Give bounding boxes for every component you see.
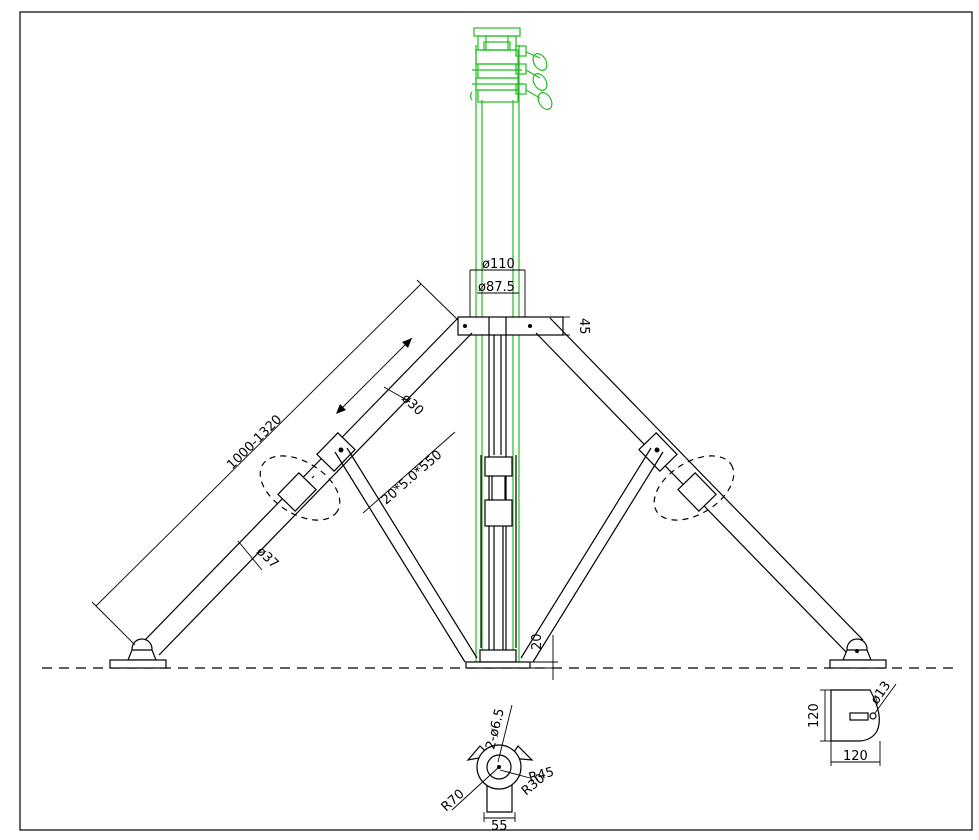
collar-height-label: 45: [576, 318, 591, 335]
base-detail: 2-ø6.5 R45 R30 R70 55: [439, 704, 556, 834]
left-leg-swing-ellipse: [259, 455, 341, 521]
holes-label: 2-ø6.5: [483, 707, 508, 751]
top-collar: [457, 316, 564, 336]
mast-tube: [475, 45, 520, 668]
dim-leg-length: 1000-1320: [91, 279, 459, 646]
ground-clearance-label: 20: [530, 633, 545, 650]
left-leg: [109, 317, 473, 669]
left-brace: [334, 447, 478, 663]
dim-upper-diameter: ø30: [383, 386, 426, 419]
dim-collar-height: 45: [563, 316, 591, 336]
foot-height-label: 120: [807, 703, 822, 728]
foot-detail: 120 120 ø13: [807, 679, 897, 766]
foot-width-label: 120: [843, 749, 868, 764]
inner-diameter-label: ø87.5: [478, 280, 515, 295]
base-width-label: 55: [491, 819, 508, 834]
right-leg: [535, 317, 887, 669]
brace-tube-label: 20*5.0*550: [379, 447, 445, 508]
dim-brace-tube: 20*5.0*550: [362, 431, 456, 514]
radius-45-label: R45: [527, 765, 556, 786]
dim-ground-clearance: 20: [530, 633, 558, 680]
foot-hole-label: ø13: [868, 679, 894, 708]
dim-inner-diameter: ø87.5: [477, 280, 519, 295]
radius-70-label: R70: [439, 787, 468, 815]
right-leg-swing-ellipse: [653, 455, 735, 521]
extend-arrow: [336, 337, 413, 414]
dim-outer-diameter: ø110: [469, 257, 526, 317]
drawing-frame: [19, 11, 973, 831]
lower-diameter-label: ø37: [253, 544, 281, 572]
leg-length-label: 1000-1320: [224, 412, 285, 473]
center-column: [465, 317, 531, 669]
right-brace: [520, 447, 664, 663]
mast-head: [469, 27, 553, 110]
upper-diameter-label: ø30: [398, 391, 426, 419]
outer-diameter-label: ø110: [482, 257, 515, 272]
